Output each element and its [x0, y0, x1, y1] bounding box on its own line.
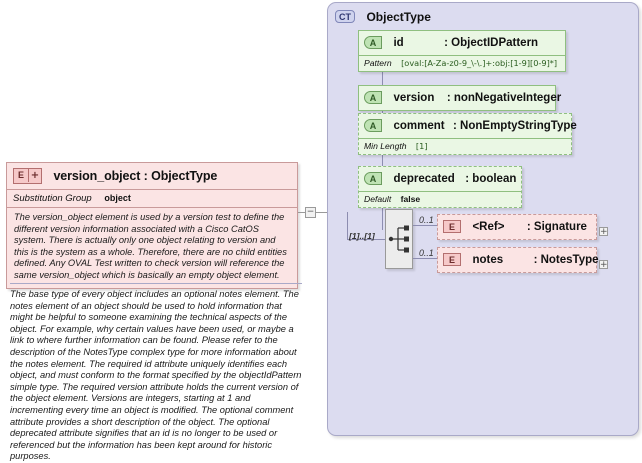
facet-label-pattern: Pattern	[364, 58, 392, 68]
attribute-badge-icon: A	[364, 172, 382, 186]
element-notes-type: : NotesType	[533, 253, 599, 266]
expand-notes-glyph[interactable]: +	[599, 260, 608, 270]
facet-value-default: false	[400, 194, 421, 204]
sequence-branch-notes	[413, 258, 437, 259]
attribute-id-type: : ObjectIDPattern	[444, 36, 539, 49]
attribute-comment[interactable]: A comment : NonEmptyStringType Min Lengt…	[358, 113, 577, 155]
substitution-group-value: object	[104, 193, 131, 203]
attribute-deprecated[interactable]: A deprecated : boolean Default false	[358, 166, 522, 208]
element-badge-letter: E	[14, 168, 29, 182]
connector-line-right	[316, 212, 330, 213]
element-badge-icon: E	[443, 220, 461, 234]
element-ref-name: <Ref>	[472, 220, 505, 233]
facet-label-default: Default	[364, 194, 392, 204]
sequence-branch-ref	[413, 225, 437, 226]
facet-value-pattern: [oval:[A-Za-z0-9_\-\.]+:obj:[1-9][0-9]*]	[401, 58, 558, 68]
attribute-comment-row: A comment : NonEmptyStringType	[359, 114, 577, 138]
attribute-badge-icon: A	[364, 36, 382, 50]
sequence-glyph-icon	[388, 225, 409, 253]
element-documentation: The version_object element is used by a …	[14, 212, 287, 280]
sequence-compositor-icon[interactable]	[385, 209, 413, 269]
attribute-version-row: A version : nonNegativeInteger	[359, 86, 561, 110]
element-ref-type: : Signature	[526, 220, 587, 233]
expand-ref-glyph[interactable]: +	[599, 227, 608, 237]
attribute-deprecated-name: deprecated	[393, 172, 455, 185]
facet-value-minlength: [1]	[415, 141, 428, 151]
substitution-group-row: Substitution Group object	[7, 190, 297, 208]
facet-label-minlength: Min Length	[364, 141, 407, 151]
expand-ref-icon[interactable]: +	[599, 221, 608, 239]
attribute-deprecated-row: A deprecated : boolean	[359, 167, 521, 191]
attribute-comment-facet: Min Length [1]	[359, 138, 571, 154]
element-badge-icon: E	[443, 253, 461, 267]
attribute-id[interactable]: A id : ObjectIDPattern Pattern [oval:[A-…	[358, 30, 566, 72]
expand-notes-icon[interactable]: +	[599, 254, 608, 272]
attribute-id-row: A id : ObjectIDPattern	[359, 31, 565, 55]
element-notes[interactable]: E notes : NotesType	[437, 247, 599, 273]
attribute-deprecated-type: : boolean	[465, 172, 517, 185]
attribute-comment-name: comment	[393, 119, 445, 132]
element-header: E+ version_object : ObjectType	[7, 163, 297, 190]
complextype-badge-icon: CT	[335, 10, 355, 24]
occurs-notes: 0..1	[419, 248, 434, 258]
attribute-version[interactable]: A version : nonNegativeInteger	[358, 85, 561, 111]
attribute-badge-icon: A	[364, 91, 382, 105]
attribute-deprecated-facet: Default false	[359, 191, 521, 207]
connector-line-left	[298, 212, 310, 213]
attribute-badge-icon: A	[364, 119, 382, 133]
attribute-id-facet: Pattern [oval:[A-Za-z0-9_\-\.]+:obj:[1-9…	[359, 55, 565, 71]
occurs-ref: 0..1	[419, 215, 434, 225]
element-title: version_object : ObjectType	[53, 168, 218, 183]
complextype-documentation: The base type of every object includes a…	[10, 283, 302, 463]
substitution-group-label: Substitution Group	[13, 193, 92, 204]
element-notes-name: notes	[472, 253, 504, 266]
complextype-header: CT ObjectType	[335, 8, 431, 26]
element-declaration-box[interactable]: E+ version_object : ObjectType Substitut…	[6, 162, 298, 289]
element-expand-icon[interactable]: E+	[13, 167, 42, 184]
expand-plus-icon[interactable]: +	[30, 169, 40, 181]
collapse-toggle-icon[interactable]: −	[305, 207, 316, 218]
sequence-cardinality: [1]..[1]	[349, 231, 375, 241]
complextype-title: ObjectType	[366, 9, 431, 24]
attribute-id-name: id	[393, 36, 404, 49]
sequence-rail-horizontal	[347, 239, 385, 240]
attribute-comment-type: : NonEmptyStringType	[453, 119, 577, 132]
sequence-rail-vertical	[347, 212, 348, 240]
element-ref[interactable]: E <Ref> : Signature	[437, 214, 597, 240]
attribute-version-name: version	[393, 91, 435, 104]
attribute-version-type: : nonNegativeInteger	[446, 91, 562, 104]
